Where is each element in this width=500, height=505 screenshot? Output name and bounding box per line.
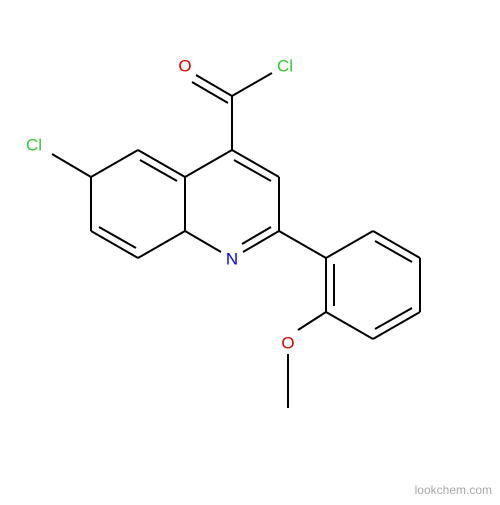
bond	[325, 311, 374, 340]
bond	[90, 149, 139, 178]
bond	[231, 149, 280, 178]
double-bond	[191, 81, 229, 104]
nitrogen-atom-label: N	[226, 250, 238, 269]
watermark: lookchem.com	[415, 483, 492, 497]
bond	[90, 230, 139, 259]
double-bond-inner	[233, 159, 272, 182]
oxygen-atom-label: O	[178, 57, 191, 76]
bond	[137, 230, 186, 259]
chlorine-atom-label: Cl	[26, 136, 42, 155]
oxygen-atom-label: O	[281, 334, 294, 353]
bond	[195, 74, 233, 97]
double-bond-inner	[139, 159, 178, 182]
bond	[278, 230, 327, 259]
bond	[325, 230, 374, 259]
bond	[242, 230, 280, 253]
bond	[184, 230, 222, 253]
double-bond-inner	[374, 240, 413, 263]
bond	[137, 149, 186, 178]
double-bond-inner	[241, 226, 272, 245]
chlorine-atom-label: Cl	[277, 57, 293, 76]
bond	[184, 149, 233, 178]
bond	[297, 311, 327, 331]
bond	[231, 72, 273, 97]
bond	[372, 230, 421, 259]
bond	[51, 153, 92, 178]
bond	[372, 311, 421, 340]
double-bond-inner	[98, 226, 137, 249]
double-bond-inner	[374, 307, 413, 330]
